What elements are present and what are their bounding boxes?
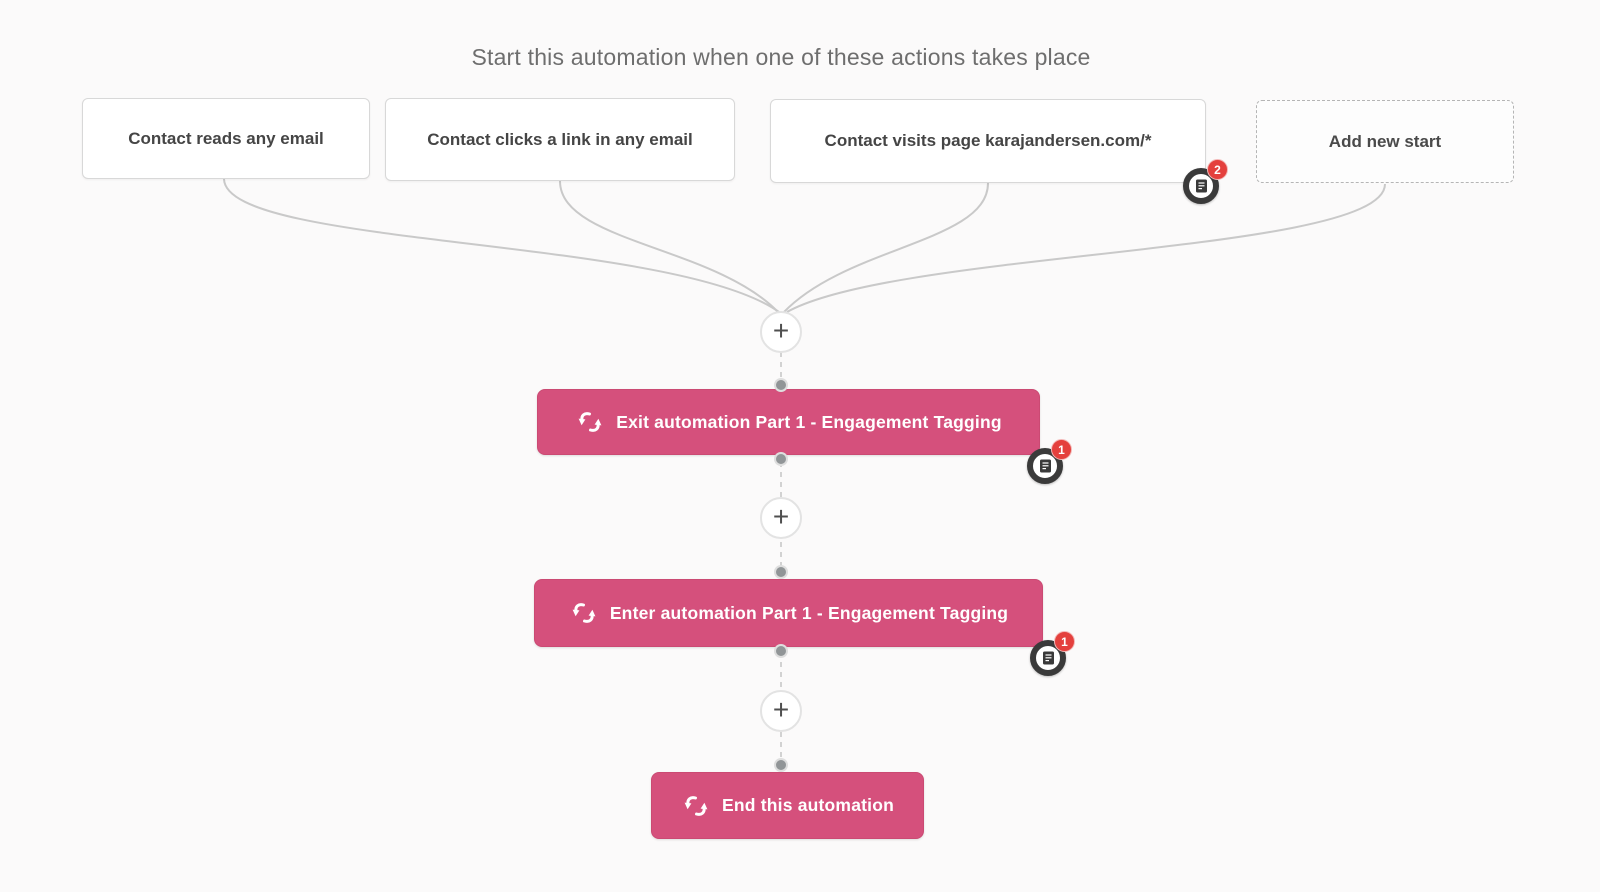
page-title: Start this automation when one of these …: [471, 44, 1091, 70]
automation-arrows-icon: [684, 795, 708, 816]
connector-dot: [774, 644, 788, 658]
add-action-button-2[interactable]: +: [760, 497, 802, 539]
action-label: Exit automation Part 1 - Engagement Tagg…: [616, 411, 1002, 432]
add-action-button-1[interactable]: +: [760, 311, 802, 353]
action-node-enter-automation[interactable]: Enter automation Part 1 - Engagement Tag…: [534, 579, 1075, 676]
connector-dot: [774, 378, 788, 392]
trigger-label: Contact visits page karajandersen.com/*: [824, 131, 1152, 150]
add-action-button-3[interactable]: +: [760, 690, 802, 732]
automation-arrows-icon: [578, 412, 602, 432]
trigger-node-visits-page[interactable]: Contact visits page karajandersen.com/* …: [770, 99, 1228, 204]
note-count-badge: 1: [1051, 439, 1072, 460]
plus-icon: +: [772, 315, 790, 346]
note-count-badge: 2: [1207, 159, 1228, 180]
action-node-end-automation[interactable]: End this automation: [651, 772, 924, 839]
connector-dot: [774, 565, 788, 579]
notes-badge[interactable]: 1: [1027, 439, 1072, 484]
plus-icon: +: [772, 694, 790, 725]
action-label: Enter automation Part 1 - Engagement Tag…: [609, 602, 1009, 623]
connector-dot: [774, 758, 788, 772]
trigger-node-clicks-link[interactable]: Contact clicks a link in any email: [385, 98, 735, 181]
notes-badge[interactable]: 2: [1183, 159, 1228, 204]
notes-badge[interactable]: 1: [1030, 631, 1075, 676]
plus-icon: +: [772, 501, 790, 532]
action-label: End this automation: [722, 795, 894, 815]
action-node-exit-automation[interactable]: Exit automation Part 1 - Engagement Tagg…: [537, 389, 1072, 484]
note-count-badge: 1: [1054, 631, 1075, 652]
trigger-label: Contact reads any email: [128, 128, 324, 148]
add-new-start-label: Add new start: [1328, 131, 1442, 151]
connector-dot: [774, 452, 788, 466]
trigger-label: Contact clicks a link in any email: [427, 129, 693, 149]
trigger-node-reads-email[interactable]: Contact reads any email: [82, 98, 370, 179]
automation-arrows-icon: [572, 603, 596, 623]
add-new-start-button[interactable]: Add new start: [1256, 100, 1514, 183]
